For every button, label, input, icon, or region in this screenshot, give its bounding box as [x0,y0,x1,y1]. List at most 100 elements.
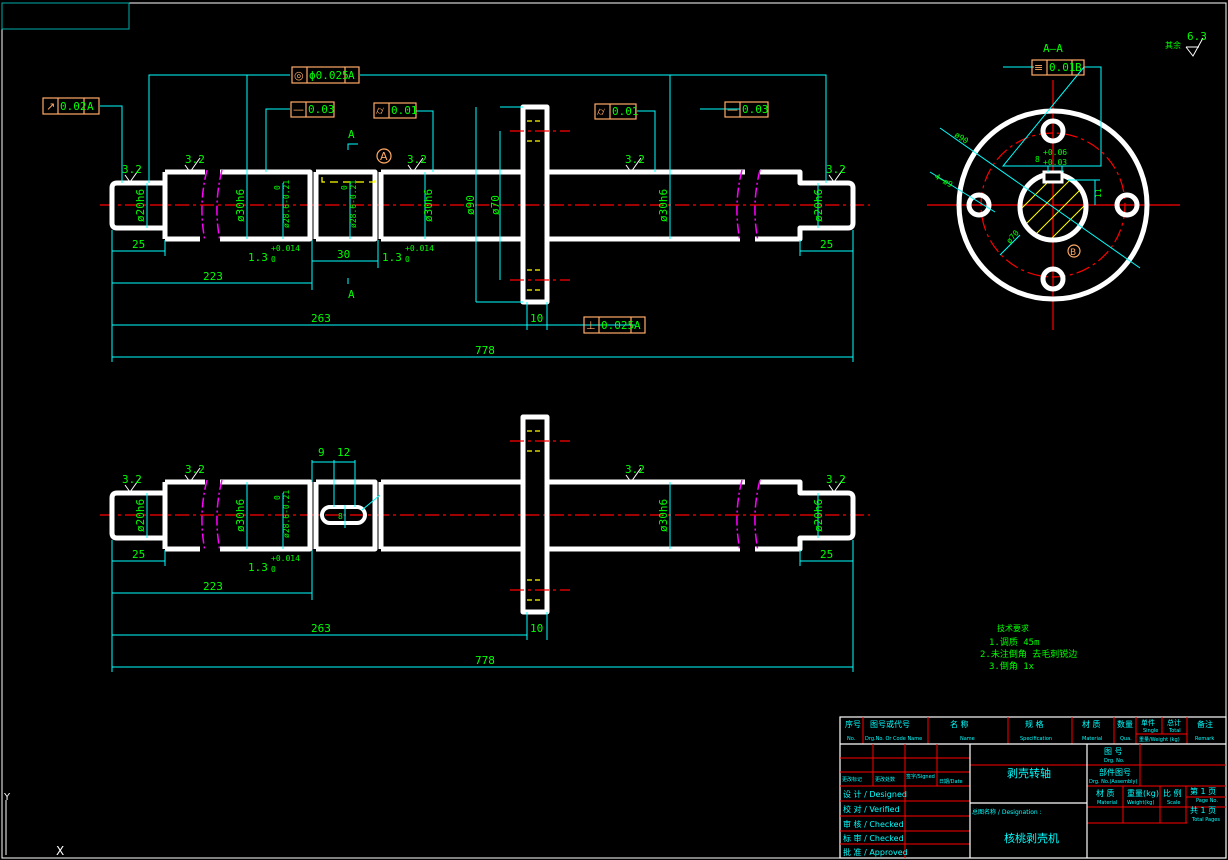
drawing-dims-l263-label: 263 [311,622,331,635]
drawing-section-mark-label: A [348,128,355,141]
drawing-path [146,106,819,303]
drawing-dims-l263-label: 263 [311,312,331,325]
drawing-surface-roughness-0-label: 3.2 [122,163,142,176]
title-block-headers-7-en-label: Total [1168,728,1181,734]
drawing-dims-l25-label: 25 [132,548,145,561]
drawing-dims-d30h6-label: ø30h6 [657,189,670,222]
drawing-rect [583,316,646,334]
title-block-page-no-en-label: Page No. [1196,798,1218,804]
title-block-roles-0-label: 设 计 / Designed [843,789,907,799]
title-block-designation-label-label: 总图名称 / Designation : [972,808,1042,816]
drawing-dims-l778-label: 778 [475,654,495,667]
drawing-dims-l223-label: 223 [203,580,223,593]
drawing-dims-slot-8-label: 8 [338,512,343,521]
ucs-x-label: X [56,844,64,858]
drawing-rect [594,103,637,120]
title-block-rev-headers-1-label: 更改处数 [875,776,895,783]
drawing-path [547,169,856,242]
title-block-headers-5-en-label: Qua. [1120,736,1132,742]
drawing-path [347,143,358,284]
ucs-icon: Y X [3,792,64,858]
drawing-dims-key-depth-label: 11 [1094,188,1103,198]
drawing-rect [42,97,100,115]
drawing-g [1021,175,1085,239]
drawing-surface-roughness-1-label: 3.2 [185,153,205,166]
title-block-headers-2-en-label: Name [960,736,975,742]
drawing-dims-d20h6-label: ø20h6 [134,189,147,222]
title-block-designation-label: 核桃剥壳机 [1004,831,1059,845]
drawing-dims-d20h6-label: ø20h6 [812,499,825,532]
drawing-fcf-cylindricity-right-symbol-label: ⌭ [597,105,605,118]
drawing-dims-groove-upper-label: +0.014 [271,244,300,253]
drawing-fcf-cylindricity-left-symbol-label: ⌭ [376,104,384,117]
drawing-section-title-label: A—A [1043,42,1063,55]
drawing-path [111,230,854,362]
drawing-rect [839,716,1227,859]
title-block-assembly-no-en-label: Drg. No.(Assembly) [1089,779,1138,785]
drawing-path [100,74,827,183]
title-block-headers-1-en-label: Drg.No. Or Code Name [865,736,922,742]
drawing-dims-groove-lower-label: 0 [271,565,276,574]
drawing-surface-roughness-3-label: 3.2 [625,153,645,166]
drawing-path [969,744,1088,858]
drawing-dims-slot-9-label: 9 [318,446,325,459]
drawing-dims-d70-label: ø70 [489,195,502,215]
drawing-general-roughness-label-label: 其余 [1165,40,1181,50]
drawing-dims-groove-lower-label: 0 [405,255,410,264]
drawing-dims-sec-d70-label: ø70 [1005,228,1021,245]
drawing-fcf-straightness-right-symbol-label: — [727,103,738,116]
notes-items-1-label: 2.未注倒角 去毛刺锐边 [980,648,1077,660]
drawing-path [162,479,523,552]
drawing-circle [966,192,992,218]
drawing-fcf-perpendicularity-value-label: 0.025 [601,319,634,332]
drawing-path [321,177,376,183]
drawing-fcf-perpendicularity-datum-label: A [634,319,641,332]
drawing-fcf-straightness-left-symbol-label: — [293,103,304,116]
notes-title-label: 技术要求 [997,623,1029,633]
drawing-dims-key-upper-label: +0.06 [1043,148,1067,157]
drawing-fcf-perpendicularity-symbol-label: ⊥ [586,319,596,332]
drawing-rect [1042,170,1064,184]
shaft-top-view [100,414,870,672]
drawing-fcf-runout-datum-label: A [87,100,94,113]
title-block-headers-7-cn-label: 总计 [1167,718,1181,727]
title-block-scale-en-label: Scale [1167,800,1180,806]
drawing-circle [1040,266,1066,292]
drawing-dims-d30h6-label: ø30h6 [657,499,670,532]
notes-items-2-label: 3.倒角 1x [989,660,1035,672]
drawing-circle [1067,244,1081,258]
drawing-dims-d28-label: ø28.6-0.21 [349,180,358,228]
drawing-dims-l778-label: 778 [475,344,495,357]
drawing-fcf-runout-symbol-label: ↗ [46,100,55,113]
drawing-dims-l223-label: 223 [203,270,223,283]
drawing-surface-roughness-3-label: 3.2 [625,463,645,476]
fcf-straightness-left: —0.03 [290,101,335,118]
drawing-circle [1040,118,1066,144]
drawing-dims-d28-label: ø28.6-0.21 [282,490,291,538]
title-block-headers-2-cn-label: 名 称 [950,719,969,729]
drawing-path [109,490,165,541]
drawing-path [111,460,854,672]
drawing-fcf-straightness-right-value-label: 0.03 [742,103,769,116]
title-block-roles-4-label: 批 准 / Approved [843,847,908,857]
title-block-headers-0-cn-label: 序号 [845,719,861,729]
drawing-dims-l25-label: 25 [820,548,833,561]
drawing-dims-d28-upper-label: 0 [273,185,282,190]
drawing-dims-l10-label: 10 [530,622,543,635]
drawing-dims-groove-label: 1.3 [382,251,402,264]
front-view-dimensions: 25 223 30 263 10 778 25 1.3 +0.014 0 1.3… [111,106,854,362]
drawing-fcf-runout-value-label: 0.02 [60,100,87,113]
drawing-datum-a-label: A [380,150,388,163]
drawing-general-roughness-value-label: 6.3 [1187,30,1207,43]
drawing-datum-b-label: B [1070,248,1076,258]
datum-a-bubble [376,148,392,164]
drawing-fcf-cylindricity-right-value-label: 0.01 [612,105,639,118]
title-block-headers-4-en-label: Material [1082,736,1102,742]
shaft-front-view [100,104,870,305]
drawing-path [840,744,1226,858]
viewport-tab[interactable] [1,2,130,30]
drawing-path [547,479,856,552]
